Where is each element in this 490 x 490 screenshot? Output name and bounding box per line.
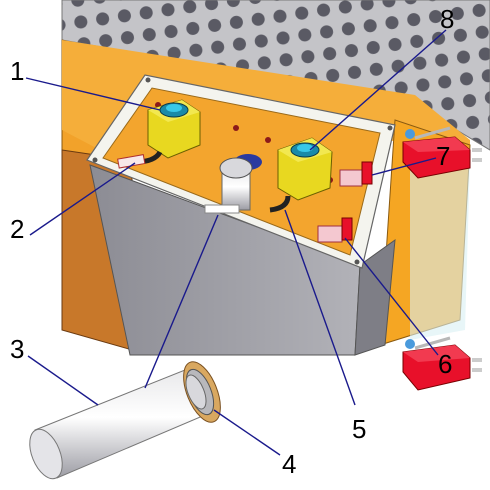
callout-7: 7 — [436, 141, 450, 171]
callout-2: 2 — [10, 214, 24, 244]
callout-1: 1 — [10, 56, 24, 86]
callout-4: 4 — [282, 449, 296, 479]
mounted-cylinder — [204, 154, 262, 214]
gray-box-body — [89, 164, 396, 356]
leader-lines — [25, 29, 447, 456]
terminal-blocks-right — [317, 161, 373, 243]
solenoid-valve-right — [269, 137, 333, 213]
callout-8: 8 — [440, 4, 454, 34]
callout-5: 5 — [352, 414, 366, 444]
callout-6: 6 — [438, 349, 452, 379]
cylinder-with-pulley — [29, 361, 221, 480]
microswitch-lower — [402, 336, 482, 391]
microswitch-upper — [402, 126, 482, 179]
callout-3: 3 — [10, 334, 24, 364]
